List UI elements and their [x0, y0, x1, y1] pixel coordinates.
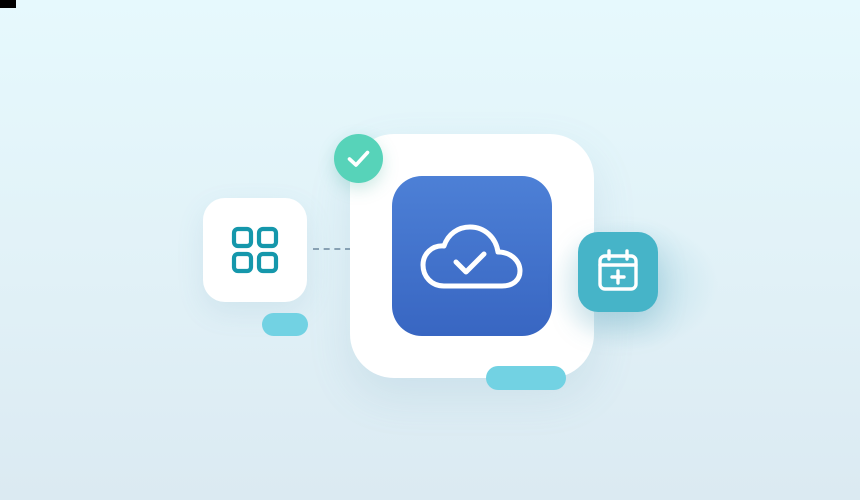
- check-badge: [334, 134, 383, 183]
- pill-decoration-large: [486, 366, 566, 390]
- dashed-connector: [313, 248, 351, 250]
- apps-card: [203, 198, 307, 302]
- cloud-tile: [392, 176, 552, 336]
- apps-grid-icon: [231, 226, 279, 274]
- calendar-plus-icon: [598, 249, 638, 291]
- cloud-check-icon: [420, 224, 523, 289]
- corner-mark: [0, 0, 16, 8]
- pill-decoration-small: [262, 313, 308, 336]
- calendar-tile: [578, 232, 658, 312]
- check-icon: [347, 150, 370, 167]
